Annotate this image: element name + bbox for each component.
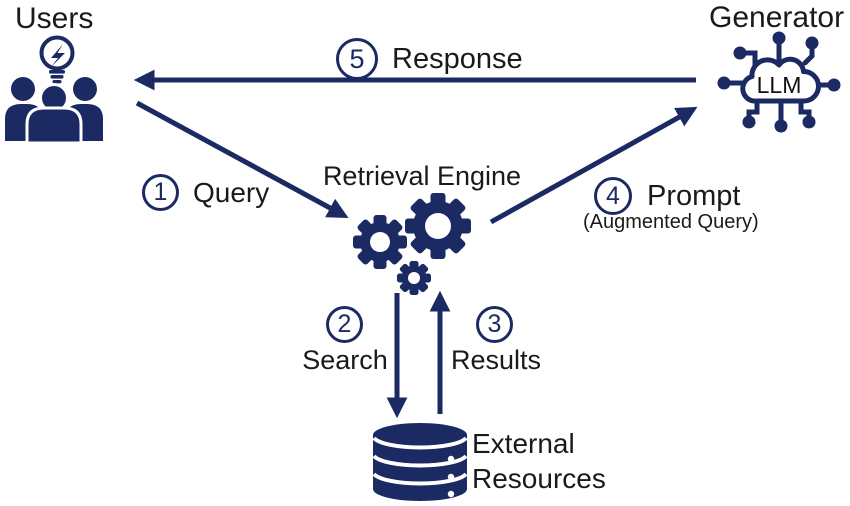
step-2-label: Search: [302, 345, 388, 375]
llm-label: LLM: [756, 72, 802, 98]
step-5-badge: 5: [336, 38, 378, 80]
users-icon: [5, 35, 103, 145]
llm-network-nodes: [717, 31, 841, 133]
database-icon: [372, 423, 468, 501]
users-title: Users: [15, 2, 94, 35]
cloud-icon: [740, 56, 821, 104]
gear-small: [397, 261, 431, 295]
step-5-label: Response: [392, 42, 523, 75]
step-4-label: Prompt: [647, 179, 741, 212]
generator-title: Generator: [709, 1, 845, 34]
gears-icon: [353, 193, 471, 295]
step-3-label: Results: [450, 345, 542, 375]
step-4-sublabel: (Augmented Query): [583, 211, 759, 233]
lightning-icon: [51, 44, 65, 67]
step-1-badge: 1: [142, 174, 179, 211]
gear-medium: [353, 215, 407, 269]
query-arrow: [135, 100, 349, 219]
retrieval-engine-title: Retrieval Engine: [322, 161, 522, 191]
step-4-badge: 4: [594, 177, 632, 215]
external-resources-label: External Resources: [472, 428, 606, 494]
flow-arrows: [133, 69, 698, 419]
prompt-arrow: [489, 106, 698, 225]
llm-icon: [717, 31, 841, 133]
gear-large: [405, 193, 471, 259]
step-3-badge: 3: [476, 306, 513, 343]
step-2-badge: 2: [326, 306, 363, 343]
llm-network-arms: [727, 41, 832, 123]
step-1-label: Query: [193, 176, 270, 208]
